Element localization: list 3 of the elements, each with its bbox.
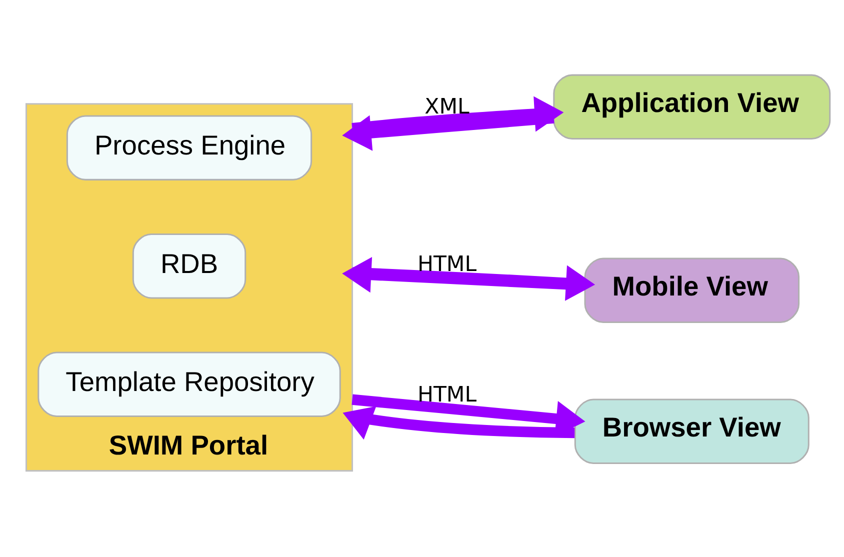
edge-label: HTML bbox=[417, 382, 477, 407]
edge-label: XML bbox=[424, 94, 470, 119]
edge-label: HTML bbox=[417, 251, 477, 276]
